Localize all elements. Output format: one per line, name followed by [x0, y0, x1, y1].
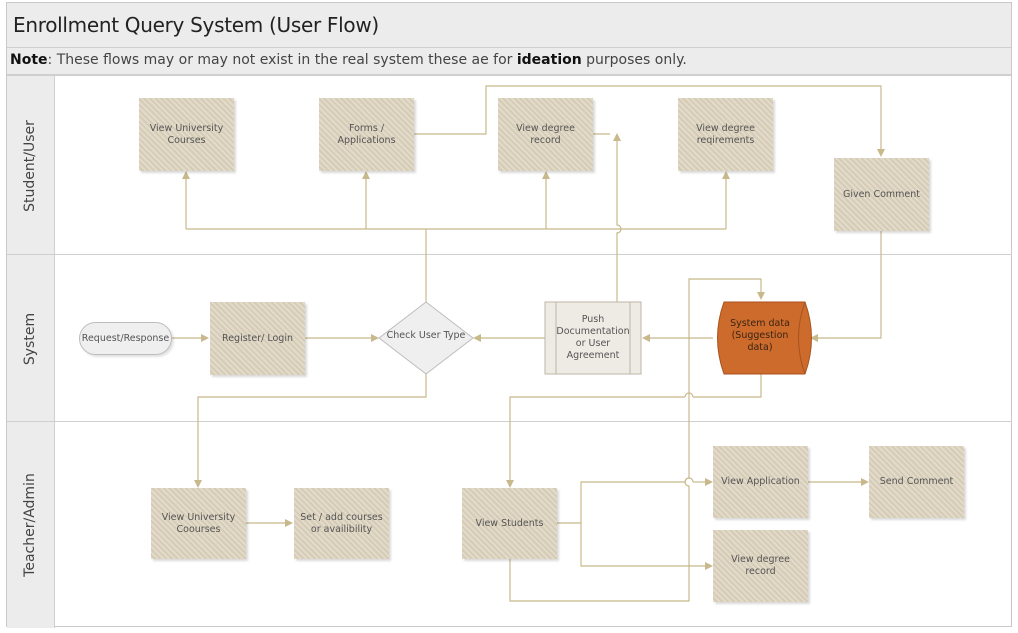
connector-to-view-application [580, 481, 685, 523]
arrowhead-given-comment [877, 149, 885, 157]
arrowhead-system-data-top [757, 292, 765, 300]
connector-push-to-degree-record [616, 140, 622, 302]
node-send-comment: Send Comment [869, 446, 964, 518]
connector-sysdata-to-students [693, 374, 762, 398]
note-emphasis: ideation [516, 52, 582, 68]
arrowhead-teacher-courses [194, 480, 202, 488]
arrowhead-view-application [705, 478, 713, 486]
arrowhead-degree-reqs [722, 171, 730, 179]
node-view-degree-record-teacher: View degree record [713, 530, 808, 602]
arrowhead-check-type [371, 334, 379, 342]
node-given-comment: Given Comment [834, 158, 929, 231]
arrowhead-degree-record-side [613, 133, 621, 141]
node-view-university-courses-teacher: View University Coourses [151, 488, 246, 559]
node-view-application: View Application [713, 446, 808, 518]
lane-header-student-user: Student/User [7, 76, 55, 255]
node-view-degree-requirements: View degree reqirements [678, 98, 773, 171]
note-text: Note: These flows may or may not exist i… [10, 52, 687, 68]
connector-to-view-students [509, 396, 685, 481]
node-view-degree-record-student: View degree record [498, 98, 593, 171]
arrowhead-system-data [810, 334, 818, 342]
node-request-response: Request/Response [79, 322, 172, 355]
arrowhead-check-from-push [473, 334, 481, 342]
arrowhead-send-comment [861, 478, 869, 486]
node-register-login: Register/ Login [210, 302, 305, 375]
connector-comment-to-sysdata [817, 231, 882, 339]
page-title: Enrollment Query System (User Flow) [13, 13, 379, 37]
arrowhead-register [201, 334, 209, 342]
note-text-before: : These flows may or may not exist in th… [47, 52, 517, 68]
lane-system: System [7, 254, 1011, 422]
node-set-add-courses: Set / add courses or availibility [294, 488, 389, 559]
arrowhead-push [642, 334, 650, 342]
arrowhead-degree-record-teacher [705, 562, 713, 570]
arrowhead-set-courses [285, 519, 293, 527]
connector-application-hop [684, 477, 694, 483]
node-forms-applications: Forms / Applications [319, 98, 414, 171]
connector-check-to-teacher-courses [197, 374, 427, 481]
arrowhead-view-courses [182, 171, 190, 179]
system-data-cylinder-edge [798, 301, 806, 375]
node-view-students: View Students [462, 488, 557, 559]
note-label: Note [10, 52, 48, 68]
connector-forms-to-comment [413, 85, 882, 150]
lane-header-system: System [7, 255, 55, 422]
connector-to-degree-record-teacher [580, 523, 706, 567]
push-documentation-shape [544, 301, 642, 375]
lane-header-teacher-admin: Teacher/Admin [7, 422, 55, 628]
node-push-documentation-label: Push Documentation or User Agreement [556, 314, 630, 361]
lane-teacher-admin: Teacher/Admin [7, 421, 1011, 628]
lane-student-user: Student/User [7, 75, 1011, 255]
note-bar: Note: These flows may or may not exist i… [7, 48, 1011, 75]
arrowhead-forms [362, 171, 370, 179]
title-bar: Enrollment Query System (User Flow) [7, 3, 1011, 48]
node-view-university-courses-student: View University Courses [139, 98, 234, 171]
arrowhead-degree-record [542, 171, 550, 179]
note-text-after: purposes only. [581, 52, 687, 68]
node-check-user-type-label: Check User Type [386, 330, 466, 341]
arrowhead-view-students [506, 480, 514, 488]
check-user-type-diamond [378, 301, 474, 375]
node-system-data-label: System data (Suggestion data) [730, 318, 790, 353]
